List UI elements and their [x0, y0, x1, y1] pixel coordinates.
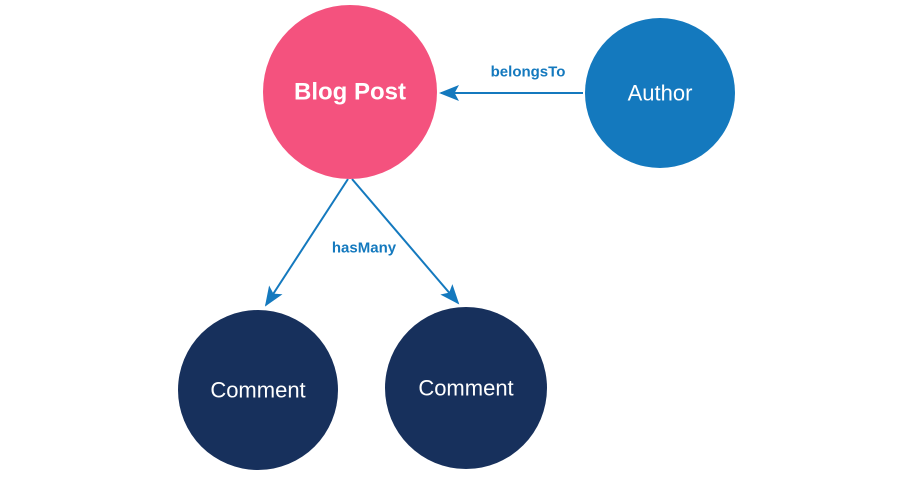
node-comment-right-label: Comment [418, 376, 513, 401]
node-comment-left-circle[interactable] [178, 310, 338, 470]
edge-has-many-left-line [264, 178, 349, 307]
node-author[interactable]: Author [585, 18, 735, 168]
node-blog-post-circle[interactable] [263, 5, 437, 179]
node-author-circle[interactable] [585, 18, 735, 168]
node-blog-post-label: Blog Post [294, 79, 406, 106]
edge-group [264, 85, 583, 307]
node-comment-right-circle[interactable] [385, 307, 547, 469]
node-comment-right[interactable]: Comment [385, 307, 547, 469]
node-comment-left[interactable]: Comment [178, 310, 338, 470]
edge-label-has-many: hasMany [332, 240, 397, 257]
edge-has-many-right-line [351, 178, 460, 305]
node-comment-left-label: Comment [210, 378, 305, 403]
edge-label-belongs-to: belongsTo [491, 64, 566, 81]
node-blog-post[interactable]: Blog Post [263, 5, 437, 179]
node-author-label: Author [628, 81, 693, 106]
